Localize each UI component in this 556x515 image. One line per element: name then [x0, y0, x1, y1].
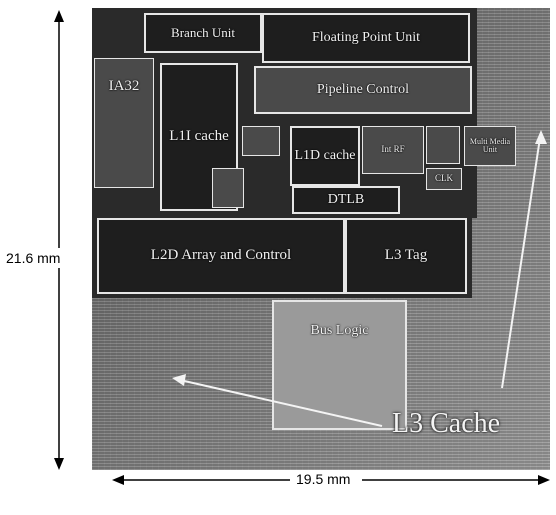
- height-dimension-label: 21.6 mm: [6, 248, 60, 268]
- width-dimension-label: 19.5 mm: [296, 471, 350, 487]
- l3-cache-label: L3 Cache: [392, 408, 500, 440]
- processor-die: Branch Unit Floating Point Unit IA32 L1I…: [92, 8, 550, 470]
- l3-cache-arrows: [92, 8, 550, 470]
